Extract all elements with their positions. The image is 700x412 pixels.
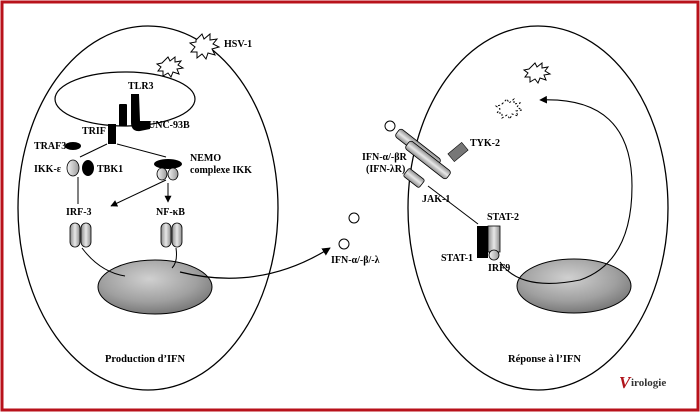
receptor-chain-2 [405,140,451,180]
branch-line-right [116,143,167,158]
ikke-label: IKK-ε [34,164,62,175]
ifn-molecule [384,120,396,132]
receptor-cytoplasmic-tail [403,168,425,188]
irf3-left-shape [69,222,81,248]
logo-v-letter: V [619,373,632,392]
nucleus-left [97,259,213,315]
tyk2-label: TYK-2 [470,138,500,149]
line-nfkb-to-nucleus [171,247,177,269]
irf3-right-shape [80,222,92,248]
stat2-label: STAT-2 [487,212,519,223]
trif-shape [108,124,116,144]
irf9-label: IRF9 [488,263,510,274]
ifn-molecules: IFN-α/-β/-λ [331,120,396,266]
irf3-label: IRF-3 [66,207,92,218]
ikk-beta-shape [167,167,179,181]
ikk-complex-label: complexe IKK [190,165,252,176]
unc93b-shape [119,104,127,126]
virus-right-icon [522,61,552,85]
tyk2-shape [447,141,469,163]
nemo-shape [154,159,182,169]
virus-degraded-icon [494,97,524,121]
nemo-label: NEMO [190,153,221,164]
jak1-label: JAK-1 [422,194,450,205]
virologie-logo: V irologie [619,373,666,392]
arrow-nemo-to-irf3 [110,179,167,207]
ifn-label: IFN-α/-β/-λ [331,255,380,266]
nucleus-right [516,258,632,314]
irf9-shape [488,249,500,261]
tlr3-label: TLR3 [128,81,154,92]
ikke-shape [66,159,80,177]
tbk1-shape [82,160,94,176]
nfkb-right-shape [171,222,183,248]
logo-text: irologie [631,377,666,389]
secretion-arrow [179,247,331,279]
ifn-molecule [348,212,360,224]
unc93b-label: UNC-93B [148,120,190,131]
receptor-label-line2: (IFN-λR) [366,164,405,175]
nfkb-label: NF-κB [156,207,185,218]
response-caption: Réponse à l’IFN [508,354,581,365]
stat1-label: STAT-1 [441,253,473,264]
antiviral-feedback-arrow [499,95,633,284]
traf3-shape [65,142,81,150]
ikk-alpha-shape [156,167,168,181]
nfkb-left-shape [160,222,172,248]
virus-small-icon [155,55,185,79]
stat1-shape [477,226,488,258]
tlr3-shape [131,94,150,132]
line-factors-to-nucleus [81,247,126,277]
traf3-label: TRAF3 [34,141,66,152]
production-caption: Production d’IFN [105,354,185,365]
ifn-molecule [338,238,350,250]
cell-membrane-left [17,25,279,391]
jak1-to-stat-line [427,185,479,225]
virus-icon [188,32,221,61]
tbk1-label: TBK1 [97,164,123,175]
stat2-shape [487,225,501,253]
branch-line-left [79,143,108,158]
left-cell: HSV-1 TLR3 UNC-93B TRIF TRAF3 IKK-ε TBK1… [17,25,279,391]
hsv1-label: HSV-1 [224,39,252,50]
trif-label: TRIF [82,126,106,137]
right-cell: IFN-α/-βR (IFN-λR) TYK-2 JAK-1 STAT-2 ST… [362,25,669,391]
receptor-label-line1: IFN-α/-βR [362,152,408,163]
ifn-receptor [395,128,451,188]
cell-membrane-right [407,25,669,391]
